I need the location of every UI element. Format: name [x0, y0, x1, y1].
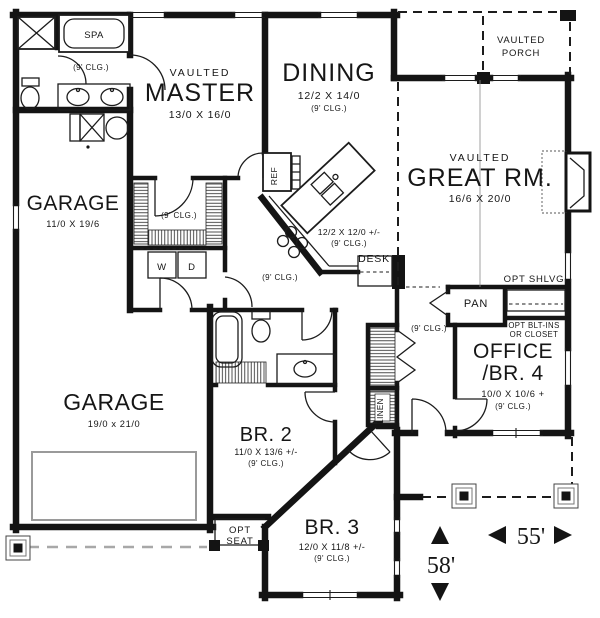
desk-wall-post — [392, 255, 405, 289]
bedroom2-dims-label: 11/0 X 13/6 +/- — [234, 447, 297, 457]
porch-label: PORCH — [502, 48, 540, 59]
greatroom-dims-label: 16/6 X 20/0 — [449, 193, 512, 205]
bedroom2-ceiling-label: (9' CLG.) — [248, 459, 284, 468]
master-room-label: MASTER — [145, 79, 255, 107]
vanity-icon-hallbath — [276, 353, 336, 385]
opt-shelving-label: OPT SHLVG — [504, 274, 565, 285]
bedroom3-label: BR. 3 — [304, 516, 359, 539]
coat-closet-shelf — [369, 327, 396, 386]
bedroom3-ceiling-label: (9' CLG.) — [314, 554, 350, 563]
down-arrow-icon — [431, 583, 449, 601]
bedroom3-dims-label: 12/0 X 11/8 +/- — [299, 542, 366, 552]
toilet-icon-hallbath — [251, 310, 271, 343]
left-arrow-icon — [488, 526, 506, 544]
master-closet-shelf-left — [133, 182, 149, 245]
linen-label: LINEN — [376, 398, 385, 424]
door-swings — [57, 54, 488, 461]
depth-dimension-label: 58' — [427, 553, 455, 579]
porch-vaulted-label: VAULTED — [497, 35, 545, 46]
porch-corner-post — [560, 10, 576, 21]
interior-walls — [54, 12, 571, 466]
office-ceiling-label: (9' CLG.) — [495, 402, 531, 411]
garage-upper-dims-label: 11/0 X 19/6 — [46, 219, 99, 229]
coat-closet-doors-icon — [395, 329, 417, 384]
exterior-walls — [9, 8, 576, 602]
opt-shelving-icon — [506, 289, 566, 312]
greatroom-vaulted-label: VAULTED — [450, 152, 511, 164]
master-bath-ceiling-label: (9' CLG.) — [73, 63, 109, 72]
garage-door-icon — [31, 451, 197, 521]
spa-tub-icon — [58, 14, 130, 53]
desk-label: DESK — [358, 253, 390, 265]
windows — [12, 11, 572, 600]
refrigerator-icon — [262, 152, 301, 192]
opt-builtins-label-1: OPT BLT-INS — [508, 321, 559, 330]
master-closet-ceiling-label: (9' CLG.) — [161, 211, 197, 220]
garage-lower-label: GARAGE — [63, 389, 164, 415]
dining-ceiling-label: (9' CLG.) — [311, 104, 347, 113]
fireplace-icon — [541, 150, 592, 214]
washer-dryer-icon — [140, 248, 210, 279]
pantry-label: PAN — [464, 298, 488, 310]
bathtub-icon — [211, 311, 243, 368]
entry-hall-ceiling-label: (9' CLG.) — [411, 324, 447, 333]
fixtures — [17, 14, 592, 551]
closet-shelving — [133, 182, 417, 424]
opt-seat-bay — [209, 518, 269, 551]
master-vaulted-label: VAULTED — [170, 67, 231, 79]
washer-label: W — [157, 262, 167, 273]
water-heater-furnace-icon — [69, 113, 129, 149]
office-dims-label: 10/0 X 10/6 + — [481, 389, 544, 399]
porch-columns — [5, 483, 579, 561]
dimension-width: 55' — [488, 524, 572, 550]
dining-room-label: DINING — [282, 59, 376, 87]
garage-column-icon — [5, 535, 31, 561]
refrigerator-label: REF — [269, 167, 279, 185]
hall-ceiling-label: (9' CLG.) — [262, 273, 298, 282]
double-vanity-icon — [57, 83, 131, 111]
greatroom-label: GREAT RM. — [407, 164, 553, 192]
garage-lower-dims-label: 19/0 x 21/0 — [88, 419, 141, 429]
spa-label: SPA — [84, 30, 104, 41]
garage-upper-label: GARAGE — [27, 192, 120, 215]
porch-column-icon — [451, 483, 477, 509]
dining-dims-label: 12/2 X 14/0 — [298, 90, 361, 102]
opt-seat-label-2: SEAT — [226, 536, 253, 547]
dryer-label: D — [188, 262, 196, 273]
office-label-2: /BR. 4 — [482, 362, 543, 385]
bedroom2-closet-shelf — [215, 361, 267, 384]
kitchen-island-icon — [280, 141, 376, 235]
bedroom2-label: BR. 2 — [240, 424, 293, 446]
master-closet-shelf-right — [205, 182, 223, 245]
porch-outlines — [28, 11, 573, 549]
cooktop-icon — [268, 195, 358, 267]
pantry-door-icon — [428, 290, 449, 317]
porch-column-icon — [553, 483, 579, 509]
desk-counter-icon — [357, 255, 393, 287]
right-arrow-icon — [554, 526, 572, 544]
kitchen-ceiling-label: (9' CLG.) — [331, 239, 367, 248]
kitchen-dims-label: 12/2 X 12/0 +/- — [318, 227, 381, 237]
toilet-icon-master — [20, 77, 40, 110]
room-labels: SPA (9' CLG.) VAULTED MASTER 13/0 X 16/0… — [27, 30, 565, 563]
width-dimension-label: 55' — [517, 524, 545, 550]
porch-wall-post — [477, 72, 490, 84]
opt-builtins-label-2: OR CLOSET — [510, 330, 559, 339]
master-dims-label: 13/0 X 16/0 — [169, 109, 232, 121]
up-arrow-icon — [431, 526, 449, 544]
shower-icon — [17, 16, 56, 50]
office-label-1: OFFICE — [473, 340, 553, 363]
dimension-depth: 58' — [427, 526, 455, 601]
linen-label-box — [374, 393, 391, 422]
opt-seat-label-1: OPT — [229, 525, 251, 536]
master-closet-shelf-bottom — [147, 229, 207, 246]
